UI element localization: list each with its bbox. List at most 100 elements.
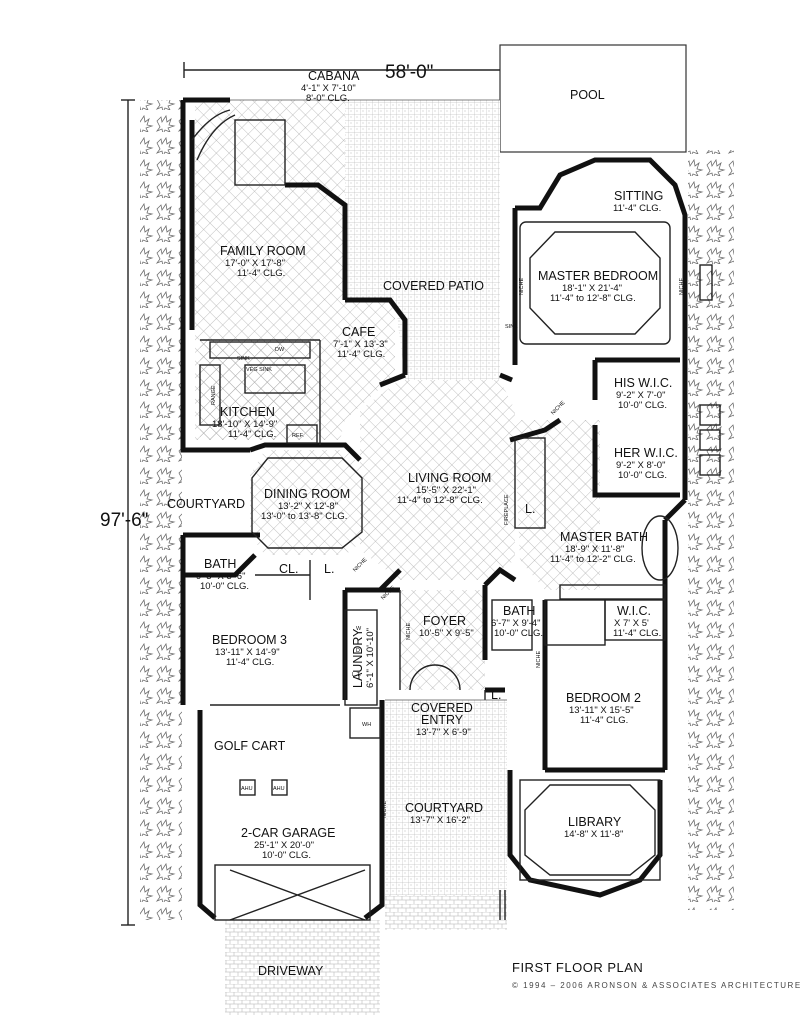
cabana-clg: 8'-0" CLG. — [306, 93, 350, 104]
dw-label: DW — [275, 347, 285, 353]
sink-label-kitchen: SINK — [237, 356, 250, 362]
foyer-floor — [400, 590, 485, 690]
garage-label: 2-CAR GARAGE — [241, 826, 335, 840]
courtyard-side-label: COURTYARD — [167, 497, 245, 511]
courtyard-front-floor — [385, 700, 507, 895]
foyer-label: FOYER — [423, 614, 466, 628]
niche-label-7: NICHE — [536, 651, 542, 668]
cafe-clg: 11'-4" CLG. — [337, 349, 385, 360]
landscape-right — [688, 150, 734, 910]
bedroom3-clg: 11'-4" CLG. — [226, 657, 274, 668]
master-bedroom-dims: 18'-1" X 21'-4" — [562, 283, 622, 294]
his-wic-dims: 9'-2" X 7'-0" — [616, 390, 665, 401]
linen1-label: L. — [324, 562, 334, 576]
ahu-label-2: AHU — [273, 786, 285, 792]
landscape-left — [140, 100, 182, 920]
master-bath-dims: 18'-9" X 11'-8" — [565, 544, 624, 555]
golf-cart-label: GOLF CART — [214, 739, 286, 753]
bedroom2-dims: 13'-11" X 15'-5" — [569, 705, 634, 716]
wic-clg: 11'-4" CLG. — [613, 628, 661, 639]
pool — [499, 44, 687, 153]
her-wic-label: HER W.I.C. — [614, 446, 678, 460]
bedroom3-label: BEDROOM 3 — [212, 633, 287, 647]
living-room-label: LIVING ROOM — [408, 471, 491, 485]
pool-label: POOL — [570, 88, 605, 102]
living-room-floor — [360, 380, 515, 580]
wic-dims: X 7' X 5' — [614, 618, 649, 629]
cafe-dims: 7'-1" X 13'-3" — [333, 339, 388, 350]
wh-label: WH — [362, 722, 371, 728]
driveway-floor — [225, 920, 380, 1015]
kitchen-dims: 18'-10" X 14'-9" — [212, 419, 277, 430]
dryer-label: D — [356, 648, 360, 654]
ahu-label-1: AHU — [241, 786, 253, 792]
bedroom2-clg: 11'-4" CLG. — [580, 715, 628, 726]
cafe-label: CAFE — [342, 325, 375, 339]
courtyard-front-label: COURTYARD — [405, 801, 483, 815]
kitchen-label: KITCHEN — [220, 405, 275, 419]
fireplace-label: FIREPLACE — [504, 494, 510, 525]
wic-label: W.I.C. — [617, 604, 651, 618]
sink-label-patio: SINK — [505, 324, 518, 330]
niche-label-2: NICHE — [679, 278, 685, 295]
niche-label-3: NICHE — [550, 400, 567, 417]
his-wic-clg: 10'-0" CLG. — [618, 400, 667, 411]
range-label: RANGE — [211, 385, 217, 405]
library-dims: 14'-8" X 11'-8" — [564, 829, 623, 840]
master-bath-floor — [515, 420, 600, 590]
cabana-dims: 4'-1" X 7'-10" — [301, 83, 356, 94]
closet-label: CL. — [279, 562, 298, 576]
foyer-dims: 10'-5" X 9'-5" — [419, 628, 474, 639]
courtyard-front-dims: 13'-7" X 16'-2" — [410, 815, 470, 826]
master-bath-clg: 11'-4" to 12'-2" CLG. — [550, 554, 636, 565]
bedroom3-dims: 13'-11" X 14'-9" — [215, 647, 280, 658]
dining-room-dims: 13'-2" X 12'-8" — [278, 501, 338, 512]
family-room-label: FAMILY ROOM — [220, 244, 306, 258]
dining-room-clg: 13'-0" to 13'-8" CLG. — [261, 511, 347, 522]
garage-dims: 25'-1" X 20'-0" — [254, 840, 314, 851]
washer-label: W — [356, 626, 362, 632]
bath1-label: BATH — [204, 557, 236, 571]
laundry-label: LAUNDRY — [351, 628, 365, 688]
library-label: LIBRARY — [568, 815, 622, 829]
linen3-label: L. — [491, 688, 501, 702]
niche-label-1: NICHE — [519, 278, 525, 295]
his-wic-label: HIS W.I.C. — [614, 376, 672, 390]
sitting-clg: 11'-4" CLG. — [613, 203, 661, 214]
bath2-clg: 10'-0" CLG. — [494, 628, 543, 639]
depth-dimension: 97'-6" — [100, 510, 148, 531]
niche-label-8: NICHE — [382, 801, 388, 818]
family-room-dims: 17'-0" X 17'-8" — [225, 258, 285, 269]
garage-clg: 10'-0" CLG. — [262, 850, 311, 861]
covered-entry-label-1: COVERED — [411, 701, 473, 715]
master-bedroom-clg: 11'-4" to 12'-8" CLG. — [550, 293, 636, 304]
covered-patio-label: COVERED PATIO — [383, 279, 484, 293]
bath2-dims: 6'-7" X 9'-4" — [491, 618, 540, 629]
bedroom2-label: BEDROOM 2 — [566, 691, 641, 705]
driveway-label: DRIVEWAY — [258, 964, 324, 978]
dining-floor — [250, 450, 370, 555]
interior-lines — [191, 99, 721, 921]
cabana-label: CABANA — [308, 69, 360, 83]
copyright: © 1994 – 2006 ARONSON & ASSOCIATES ARCHI… — [512, 981, 800, 990]
niche-label-6: NICHE — [406, 623, 412, 640]
living-room-clg: 11'-4" to 12'-8" CLG. — [397, 495, 483, 506]
bath1-clg: 10'-0" CLG. — [200, 581, 249, 592]
bath2-label: BATH — [503, 604, 535, 618]
her-wic-dims: 9'-2" X 8'-0" — [616, 460, 665, 471]
kitchen-clg: 11'-4" CLG. — [228, 429, 276, 440]
sitting-label: SITTING — [614, 189, 663, 203]
laundry-dims: 6'-1" X 10'-10" — [365, 628, 376, 688]
family-room-clg: 11'-4" CLG. — [237, 268, 285, 279]
covered-patio-floor — [345, 100, 500, 380]
linen2-label: L. — [525, 502, 535, 516]
master-bath-label: MASTER BATH — [560, 530, 648, 544]
master-bedroom-label: MASTER BEDROOM — [538, 269, 658, 283]
covered-entry-dims: 13'-7" X 6'-9" — [416, 727, 471, 738]
plan-title: FIRST FLOOR PLAN — [512, 960, 643, 975]
width-dimension: 58'-0" — [385, 62, 433, 83]
bath1-dims: 9'-3" X 5'-6" — [196, 571, 245, 582]
niche-label-4: NICHE — [352, 557, 369, 574]
ref-label: REF. — [292, 433, 304, 439]
